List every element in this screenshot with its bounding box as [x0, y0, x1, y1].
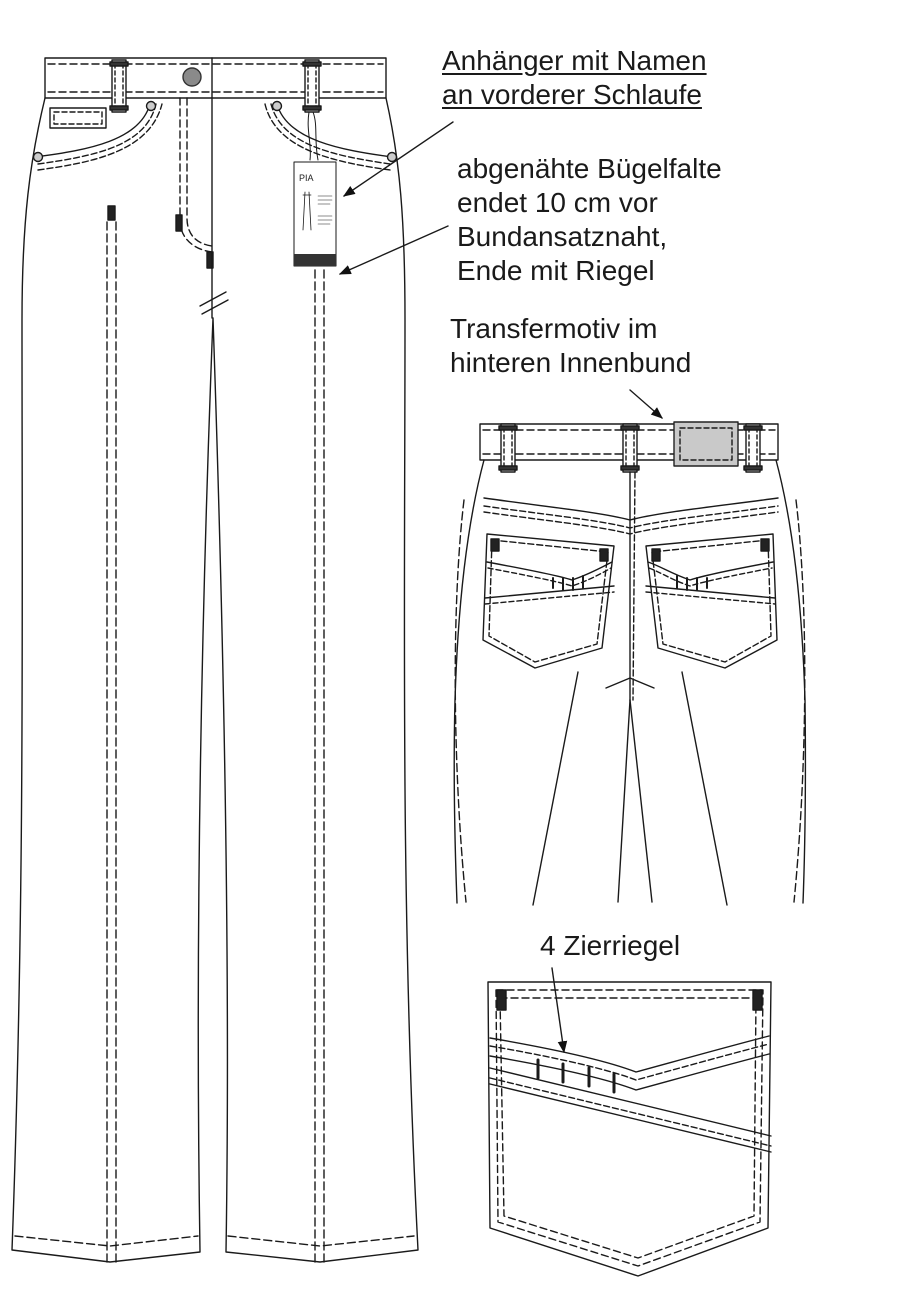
transfer-label: Transfermotiv im hinteren Innenbund — [450, 312, 691, 380]
crease-label-line-2: endet 10 cm vor — [457, 187, 658, 218]
crease-label-line-1: abgenähte Bügelfalte — [457, 153, 722, 184]
front-pocket-left — [34, 103, 151, 158]
back-belt-loop-right — [743, 423, 763, 473]
front-pocket-right — [276, 103, 393, 158]
coin-pocket — [49, 107, 107, 129]
decorative-bartacks — [536, 1058, 616, 1094]
pocket-detail — [487, 981, 772, 1277]
transfer-arrow — [629, 389, 663, 419]
front-outline — [11, 97, 419, 1263]
transfer-label-line-2: hinteren Innenbund — [450, 347, 692, 378]
back-belt-loop-center — [620, 423, 640, 473]
name-tag-label: Anhänger mit Namen an vorderer Schlaufe — [442, 44, 707, 112]
bartacks-label-line-1: 4 Zierriegel — [540, 930, 681, 961]
back-belt-loop-left — [498, 423, 518, 473]
crease-label-line-3: Bundansatznaht, — [457, 221, 668, 252]
back-outline — [453, 459, 485, 904]
front-belt-loop-left — [109, 59, 129, 113]
front-belt-loop-right — [302, 59, 322, 113]
bartacks-label: 4 Zierriegel — [540, 929, 680, 963]
front-view: PIA — [11, 57, 419, 1263]
back-pocket-right — [645, 533, 778, 669]
name-tag-label-line-2: an vorderer Schlaufe — [442, 79, 702, 110]
fly-stitching — [179, 97, 213, 253]
crease-label-line-4: Ende mit Riegel — [457, 255, 655, 286]
pocket-detail-outline — [487, 981, 772, 1277]
name-tag-label-line-1: Anhänger mit Namen — [442, 45, 707, 76]
name-tag-arrow — [343, 121, 454, 197]
transfer-label-line-1: Transfermotiv im — [450, 313, 658, 344]
waistband-button — [182, 67, 202, 87]
back-view — [453, 421, 807, 906]
bartacks-arrow — [551, 967, 568, 1054]
crease-arrow — [338, 225, 449, 275]
back-pocket-left — [482, 533, 615, 669]
transfer-motif-patch — [673, 421, 739, 467]
hang-tag: PIA — [293, 111, 337, 267]
crease-label: abgenähte Bügelfalte endet 10 cm vor Bun… — [457, 152, 722, 288]
hang-tag-brand: PIA — [299, 173, 314, 183]
